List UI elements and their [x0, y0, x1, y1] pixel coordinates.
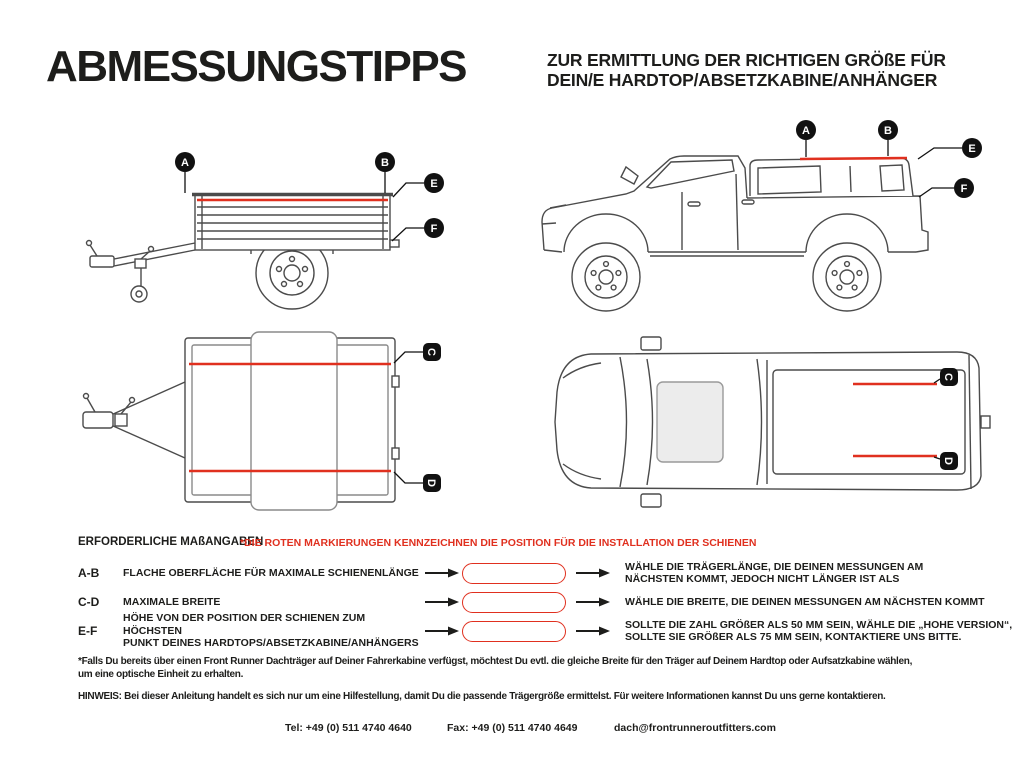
trailer-jockey-wheel: [130, 245, 155, 303]
label-d-badge: [940, 452, 958, 470]
measurement-row-cd: C-D MAXIMALE BREITE WÄHLE DIE BREITE, DI…: [78, 590, 985, 614]
truck-top-leader-lines: [933, 378, 941, 460]
truck-mirror-right: [640, 493, 662, 508]
trailer-top-leader-lines: [393, 351, 423, 484]
truck-tailgate-line: [968, 354, 972, 490]
measurement-input-ab[interactable]: [462, 562, 566, 584]
truck-side-leader-lines: [805, 140, 962, 198]
trailer-side-view-diagram: A B E F: [75, 118, 475, 323]
label-e-text: E: [430, 178, 437, 190]
label-c-badge: [940, 368, 958, 386]
trailer-top-labels: C D: [423, 343, 441, 492]
trailer-hinge-top: [391, 375, 400, 388]
row-description: MAXIMALE BREITE: [123, 595, 221, 608]
truck-top-body: [554, 351, 982, 491]
label-b-text: B: [381, 157, 389, 169]
truck-top-drawing: [554, 336, 991, 508]
row-key: E-F: [78, 624, 98, 638]
truck-side-view-diagram: A B E F: [520, 112, 1010, 322]
measurement-input-ef[interactable]: [462, 620, 566, 642]
footer-email: dach@frontrunneroutfitters.com: [614, 722, 776, 734]
trailer-side-leader-lines: [184, 172, 424, 242]
truck-body: [541, 155, 929, 257]
truck-doors: [681, 173, 755, 251]
arrow-right-icon: [425, 568, 462, 578]
label-a-badge: [175, 152, 195, 172]
truck-rear-wheel: [812, 242, 882, 312]
measurements-heading: ERFORDERLICHE MAßANGABEN: [78, 536, 264, 548]
truck-rear-window-line: [756, 358, 763, 486]
truck-side-labels: A B E F: [796, 120, 982, 198]
label-b-badge: [375, 152, 395, 172]
trailer-side-drawing: [85, 192, 400, 310]
truck-top-view-diagram: C D: [545, 330, 1010, 515]
label-b-text: B: [884, 125, 892, 137]
label-f-badge: [954, 178, 974, 198]
arrow-right-icon: [576, 597, 613, 607]
row-result: WÄHLE DIE TRÄGERLÄNGE, DIE DEINEN MESSUN…: [625, 560, 924, 586]
label-a-text: A: [181, 157, 189, 169]
arrow-right-icon: [425, 597, 462, 607]
label-c-text: C: [942, 373, 954, 381]
trailer-top-drawing: [82, 331, 400, 511]
row-key: C-D: [78, 595, 100, 609]
truck-front-wheel: [571, 242, 641, 312]
asterisk-footnote: *Falls Du bereits über einen Front Runne…: [78, 656, 913, 680]
truck-side-drawing: [541, 155, 929, 312]
arrow-right-icon: [576, 626, 613, 636]
truck-mirror: [620, 165, 639, 185]
row-result: SOLLTE DIE ZAHL GRÖßER ALS 50 MM SEIN, W…: [625, 618, 1013, 644]
row-description: FLACHE OBERFLÄCHE FÜR MAXIMALE SCHIENENL…: [123, 566, 419, 579]
measurement-row-ab: A-B FLACHE OBERFLÄCHE FÜR MAXIMALE SCHIE…: [78, 557, 923, 589]
arrow-right-icon: [576, 568, 613, 578]
page-title: ABMESSUNGSTIPPS: [46, 42, 468, 91]
row-description: HÖHE VON DER POSITION DER SCHIENEN ZUM H…: [123, 612, 419, 650]
label-c-text: C: [425, 348, 437, 356]
label-e-badge: [424, 173, 444, 193]
footer-fax: Fax: +49 (0) 511 4740 4649: [447, 722, 578, 734]
trailer-hinge-bottom: [391, 447, 400, 460]
page-subtitle: ZUR ERMITTLUNG DER RICHTIGEN GRÖßE FÜR D…: [547, 50, 946, 90]
row-result: WÄHLE DIE BREITE, DIE DEINEN MESSUNGEN A…: [625, 595, 985, 608]
measurement-input-cd[interactable]: [462, 591, 566, 613]
trailer-taillight: [389, 239, 400, 248]
trailer-axle-band: [250, 331, 338, 511]
label-a-badge: [796, 120, 816, 140]
trailer-top-drawbar: [82, 381, 186, 459]
label-a-text: A: [802, 125, 810, 137]
trailer-top-view-diagram: C D: [75, 330, 450, 515]
truck-mirror-left: [640, 336, 662, 351]
arrow-right-icon: [425, 626, 462, 636]
trailer-side-labels: A B E F: [175, 152, 444, 238]
truck-hitch: [980, 415, 991, 429]
label-b-badge: [878, 120, 898, 140]
truck-top-labels: C D: [940, 368, 958, 470]
label-f-badge: [424, 218, 444, 238]
truck-bed-inner: [772, 369, 966, 475]
hinweis-note: HINWEIS: Bei dieser Anleitung handelt es…: [78, 691, 886, 702]
footer-tel: Tel: +49 (0) 511 4740 4640: [285, 722, 412, 734]
label-e-text: E: [968, 143, 975, 155]
truck-windshield-line: [619, 356, 628, 488]
rail-marking-truck-side: [799, 156, 908, 161]
truck-canopy: [749, 157, 914, 197]
label-c-badge: [423, 343, 441, 361]
label-d-badge: [423, 474, 441, 492]
label-f-text: F: [961, 183, 968, 195]
measurement-row-ef: E-F HÖHE VON DER POSITION DER SCHIENEN Z…: [78, 612, 1013, 650]
trailer-box-slats: [197, 196, 388, 249]
label-d-text: D: [425, 479, 437, 487]
label-d-text: D: [942, 457, 954, 465]
row-key: A-B: [78, 566, 100, 580]
truck-cab-windows: [645, 159, 735, 189]
red-markings-note: *DIE ROTEN MARKIERUNGEN KENNZEICHNEN DIE…: [240, 537, 757, 549]
label-e-badge: [962, 138, 982, 158]
truck-sunroof: [656, 381, 724, 463]
label-f-text: F: [431, 223, 438, 235]
